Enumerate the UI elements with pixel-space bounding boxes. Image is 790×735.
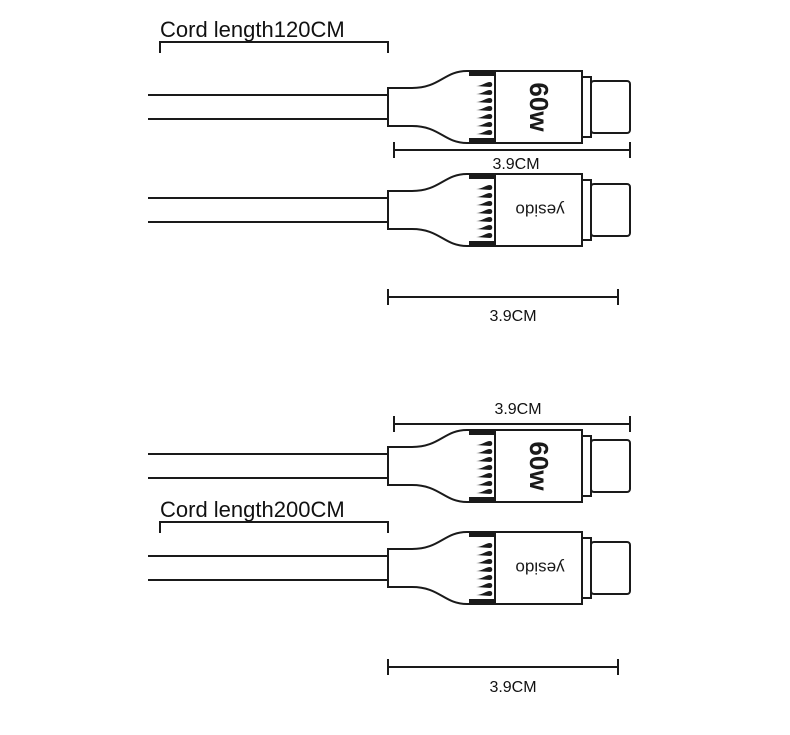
grip-rib xyxy=(476,98,493,103)
usb-c-cable-3: 60w xyxy=(148,429,631,503)
cord-length-label-200: Cord length200CM xyxy=(160,497,345,522)
grip-rib xyxy=(476,481,493,486)
usb-c-plug xyxy=(590,439,631,493)
cord xyxy=(148,453,388,479)
usb-c-plug xyxy=(590,80,631,134)
grip-rib xyxy=(476,543,493,548)
dimension-label-2: 3.9CM xyxy=(489,308,536,325)
usb-c-plug xyxy=(590,183,631,237)
grip-rib xyxy=(476,209,493,214)
grip-rib xyxy=(476,489,493,494)
wattage-marking: 60w xyxy=(524,441,554,491)
connector-housing xyxy=(387,70,583,144)
cord-length-bracket-120 xyxy=(159,41,389,53)
cord xyxy=(148,555,388,581)
grip-rib xyxy=(476,567,493,572)
grip-rib xyxy=(476,559,493,564)
grip-rib xyxy=(476,583,493,588)
grip-band xyxy=(469,241,495,245)
grip-rib xyxy=(476,473,493,478)
connector-housing xyxy=(387,531,583,605)
grip-rib xyxy=(476,233,493,238)
dimension-line-3 xyxy=(393,416,631,432)
connector-housing xyxy=(387,429,583,503)
cord xyxy=(148,197,388,223)
grip-rib xyxy=(476,441,493,446)
grip-band xyxy=(469,138,495,142)
connector-housing xyxy=(387,173,583,247)
grip-band xyxy=(469,72,495,76)
cord xyxy=(148,94,388,120)
dimension-label-4: 3.9CM xyxy=(489,679,536,696)
grip-rib xyxy=(476,82,493,87)
grip-rib xyxy=(476,591,493,596)
grip-rib xyxy=(476,122,493,127)
dimension-label-3: 3.9CM xyxy=(494,401,541,418)
grip-rib xyxy=(476,185,493,190)
grip-rib xyxy=(476,465,493,470)
usb-c-cable-1: 60w xyxy=(148,70,631,144)
connector-collar xyxy=(581,179,592,241)
grip-rib xyxy=(476,457,493,462)
grip-band xyxy=(469,431,495,435)
wattage-marking: 60w xyxy=(524,82,554,132)
connector-collar xyxy=(581,435,592,497)
dimension-line-2 xyxy=(387,289,619,305)
brand-logo: yesido xyxy=(515,559,564,578)
grip-rib xyxy=(476,106,493,111)
dimension-label-1: 3.9CM xyxy=(492,156,539,173)
connector-collar xyxy=(581,76,592,138)
grip-rib xyxy=(476,551,493,556)
grip-rib xyxy=(476,114,493,119)
usb-c-plug xyxy=(590,541,631,595)
grip-rib xyxy=(476,449,493,454)
dimension-line-4 xyxy=(387,659,619,675)
cord-length-label-120: Cord length120CM xyxy=(160,17,345,42)
dimension-line-1 xyxy=(393,142,631,158)
grip-rib xyxy=(476,575,493,580)
grip-rib xyxy=(476,130,493,135)
grip-band xyxy=(469,599,495,603)
grip-rib xyxy=(476,217,493,222)
grip-band xyxy=(469,497,495,501)
grip-rib xyxy=(476,90,493,95)
cord-length-bracket-200 xyxy=(159,521,389,533)
grip-rib xyxy=(476,201,493,206)
grip-rib xyxy=(476,225,493,230)
grip-rib xyxy=(476,193,493,198)
usb-c-cable-4: yesido xyxy=(148,531,631,605)
brand-logo: yesido xyxy=(515,201,564,220)
connector-collar xyxy=(581,537,592,599)
grip-band xyxy=(469,175,495,179)
grip-band xyxy=(469,533,495,537)
usb-c-cable-2: yesido xyxy=(148,173,631,247)
